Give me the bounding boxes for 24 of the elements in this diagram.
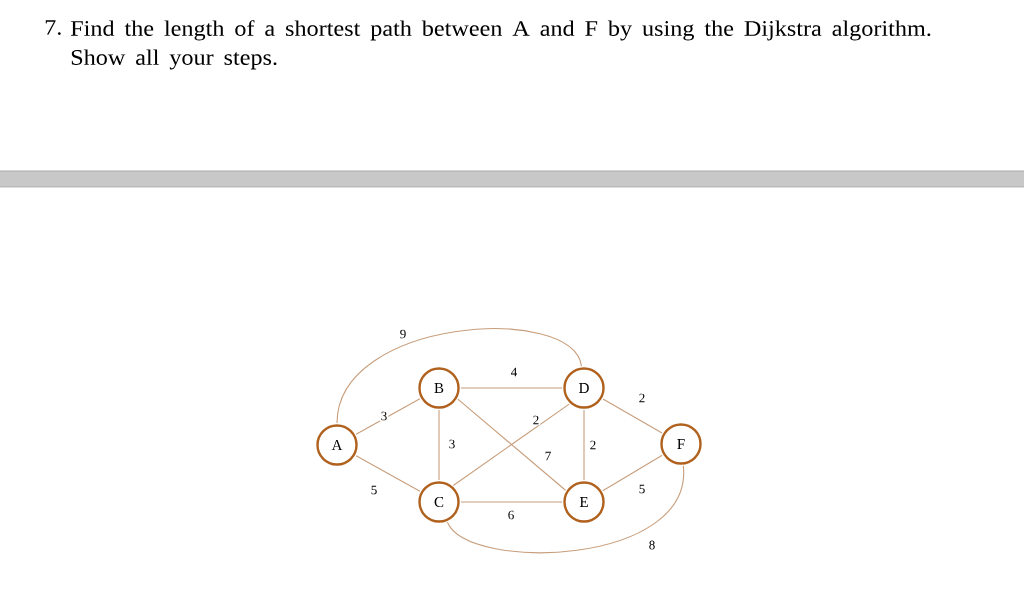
edge-line	[355, 398, 421, 435]
curved-edge	[446, 465, 684, 554]
edge-label: 2	[531, 414, 541, 426]
edge-line	[460, 501, 563, 503]
edge-label: 9	[398, 328, 408, 340]
edge-label: 2	[637, 392, 647, 404]
edge-label: 3	[447, 438, 457, 450]
edge-label: 4	[509, 366, 519, 378]
question-number: 7.	[45, 20, 61, 35]
edge-line	[583, 409, 585, 481]
edge-line	[355, 455, 421, 492]
edge-line	[438, 409, 440, 481]
edge-label: 8	[647, 539, 657, 551]
edge-line	[602, 398, 663, 434]
edge-label: 7	[543, 450, 553, 462]
edge-label: 6	[506, 509, 516, 521]
edge-label: 2	[588, 439, 598, 451]
edge-label: 3	[379, 410, 389, 422]
curved-edge	[336, 328, 582, 424]
edge-label: 5	[369, 484, 379, 496]
question-text: Find the length of a shortest path between A and F by using the Dijkstra algorithm. Show all your steps.	[70, 20, 931, 70]
edge-label: 5	[637, 483, 647, 495]
edge-line	[602, 454, 663, 492]
edge-line	[460, 387, 563, 389]
